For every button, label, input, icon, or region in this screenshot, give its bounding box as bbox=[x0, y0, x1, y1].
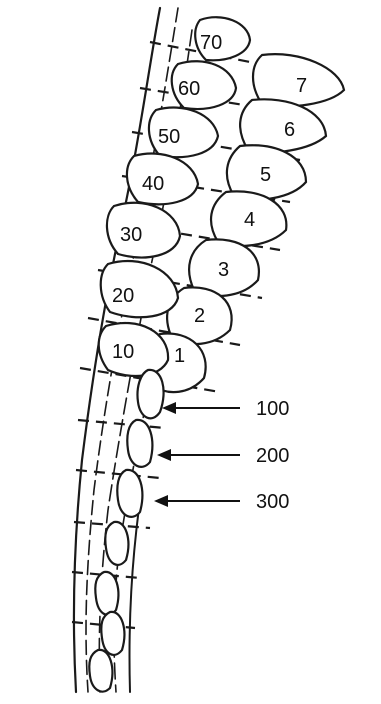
scale-shape bbox=[137, 370, 163, 418]
scale-label-2: 2 bbox=[194, 305, 205, 327]
scale-label-50: 50 bbox=[158, 126, 180, 148]
arrowhead-icon bbox=[162, 402, 176, 414]
scale-label-7: 7 bbox=[296, 75, 307, 97]
lower-scales bbox=[89, 370, 163, 692]
arrow-300: 300 bbox=[154, 491, 289, 513]
arrowhead-icon bbox=[154, 495, 168, 507]
scale-label-3: 3 bbox=[218, 259, 229, 281]
scale-label-10: 10 bbox=[112, 341, 134, 363]
arrow-100: 100 bbox=[162, 398, 289, 420]
arrow-label-100: 100 bbox=[256, 398, 289, 420]
arrow-200: 200 bbox=[157, 445, 289, 467]
scale-shape bbox=[117, 470, 142, 517]
scale-shape bbox=[101, 612, 124, 655]
scale-shape bbox=[127, 420, 152, 467]
scale-shape bbox=[89, 650, 112, 692]
scale-shape bbox=[95, 572, 118, 615]
scale-label-70: 70 bbox=[200, 32, 222, 54]
arrow-label-300: 300 bbox=[256, 491, 289, 513]
arrowhead-icon bbox=[157, 449, 171, 461]
scale-shape bbox=[107, 203, 180, 258]
scale-label-5: 5 bbox=[260, 164, 271, 186]
arrow-label-200: 200 bbox=[256, 445, 289, 467]
scale-shape bbox=[105, 522, 128, 565]
scale-label-20: 20 bbox=[112, 285, 134, 307]
scale-label-60: 60 bbox=[178, 78, 200, 100]
scale-label-4: 4 bbox=[244, 209, 255, 231]
scale-label-1: 1 bbox=[174, 345, 185, 367]
scale-label-6: 6 bbox=[284, 119, 295, 141]
scale-label-30: 30 bbox=[120, 224, 142, 246]
scale-label-40: 40 bbox=[142, 173, 164, 195]
